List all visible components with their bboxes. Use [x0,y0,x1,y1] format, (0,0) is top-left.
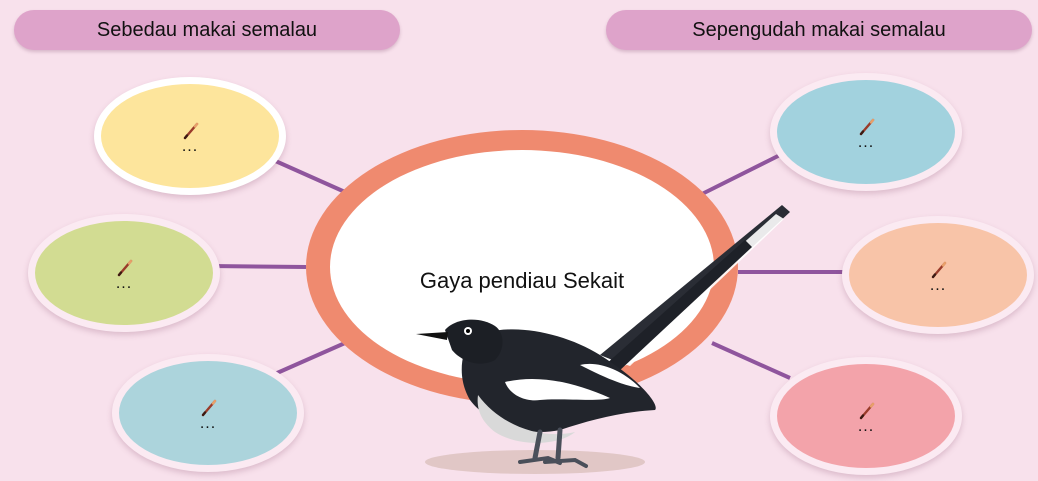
header-after-meal: Sepengudah makai semalau [606,10,1032,50]
pencil-icon [201,399,217,417]
connector-left-bottom [267,341,346,379]
pencil-icon [859,118,875,136]
pencil-icon [931,261,947,279]
right-bubble-3[interactable]: ... [770,357,962,475]
right-bubble-1[interactable]: ... [770,73,962,191]
answer-placeholder: ... [181,138,199,155]
header-after-meal-label: Sepengudah makai semalau [692,18,946,41]
pencil-icon [859,402,875,420]
right-bubble-2[interactable]: ... [842,216,1034,334]
answer-placeholder: ... [115,275,133,292]
connector-left-middle [209,264,307,269]
answer-placeholder: ... [857,418,875,435]
header-before-meal: Sebedau makai semalau [14,10,400,50]
left-bubble-2[interactable]: ... [28,214,220,332]
connector-right-bottom [711,341,791,380]
left-bubble-3[interactable]: ... [112,354,304,472]
pencil-icon [117,259,133,277]
central-topic-title: Gaya pendiau Sekait [419,268,625,293]
header-before-meal-label: Sebedau makai semalau [96,18,318,41]
answer-placeholder: ... [929,277,947,294]
connector-right-top [699,153,781,197]
left-bubble-1[interactable]: ... [94,77,286,195]
answer-placeholder: ... [857,134,875,151]
answer-placeholder: ... [199,415,217,432]
pencil-icon [183,122,199,140]
